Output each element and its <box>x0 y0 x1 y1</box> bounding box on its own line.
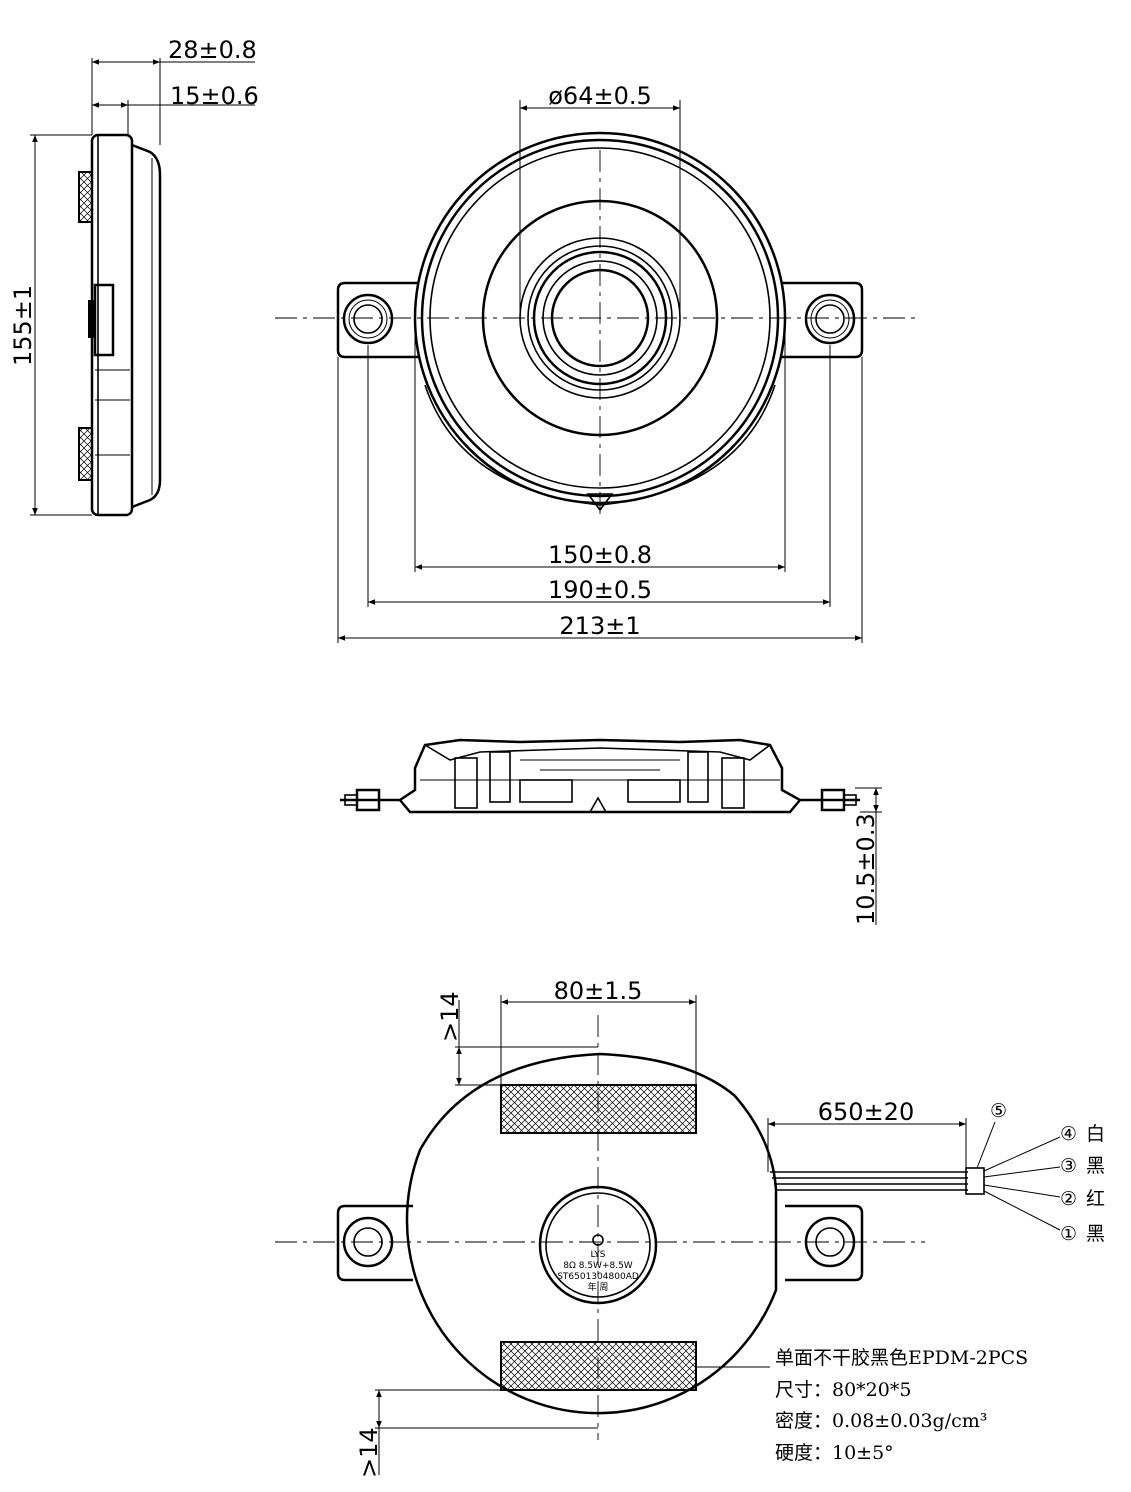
label-spec: 8Ω 8.5W+8.5W <box>563 1261 633 1271</box>
wire-2-number: ② <box>1060 1188 1077 1210</box>
wire-3-color: 黑 <box>1086 1155 1105 1177</box>
side-height-dim: 155±1 <box>9 285 37 366</box>
side-view: 28±0.8 15±0.6 155±1 <box>9 36 259 517</box>
wire-3-number: ③ <box>1060 1155 1077 1177</box>
section-thickness-dim: 10.5±0.3 <box>852 813 880 925</box>
pad-offset-bottom-dim: >14 <box>355 1427 383 1478</box>
note-line-2: 尺寸：80*20*5 <box>775 1379 911 1401</box>
note-line-1: 单面不干胶黑色EPDM-2PCS <box>775 1347 1028 1369</box>
pad-width-dim: 80±1.5 <box>554 977 643 1005</box>
notes-block: 单面不干胶黑色EPDM-2PCS 尺寸：80*20*5 密度：0.08±0.03… <box>775 1347 1028 1464</box>
lead-length-dim: 650±20 <box>818 1098 914 1126</box>
wire-1-color: 黑 <box>1086 1223 1105 1245</box>
wire-5-number: ⑤ <box>990 1100 1007 1122</box>
front-center-dia-dim: ø64±0.5 <box>548 82 652 110</box>
wire-4-color: 白 <box>1086 1123 1105 1145</box>
note-line-3: 密度：0.08±0.03g/cm³ <box>775 1410 987 1432</box>
front-overall-dim: 213±1 <box>559 612 640 640</box>
note-line-4: 硬度：10±5° <box>775 1442 894 1464</box>
wire-1-number: ① <box>1060 1223 1077 1245</box>
side-depth-total-dim: 28±0.8 <box>168 36 257 64</box>
front-body-dim: 150±0.8 <box>548 541 652 569</box>
side-depth-inner-dim: 15±0.6 <box>170 82 259 110</box>
section-view: 10.5±0.3 <box>340 738 882 925</box>
pad-offset-top-dim: >14 <box>436 991 464 1042</box>
front-mount-holes-dim: 190±0.5 <box>548 576 652 604</box>
wire-2-color: 红 <box>1086 1188 1105 1210</box>
label-serial: ST6501304800AD <box>557 1272 639 1282</box>
front-view: ø64±0.5 150±0.8 190±0.5 213±1 <box>275 82 920 643</box>
wire-4-number: ④ <box>1060 1123 1077 1145</box>
back-view: LYS 8Ω 8.5W+8.5W ST6501304800AD 年 周 ⑤ ④ … <box>275 977 1105 1478</box>
